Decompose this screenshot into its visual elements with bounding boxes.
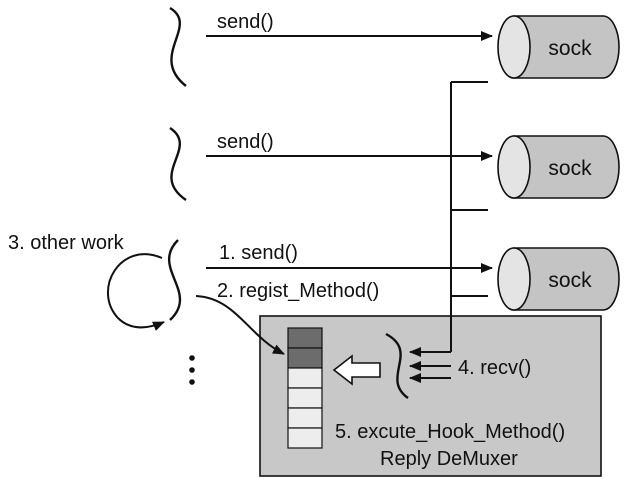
socket-1: sock (497, 15, 620, 79)
recv-label: 4. recv() (458, 357, 531, 379)
queue-slot-3 (287, 367, 323, 389)
send-label-3: 1. send() (219, 242, 298, 264)
more-threads-dot-1 (189, 355, 195, 361)
thread-squiggle-2 (169, 127, 187, 201)
thread-squiggle-3 (167, 239, 182, 321)
other-work-loop (107, 253, 165, 331)
hook-method-label: 5. excute_Hook_Method() (335, 421, 565, 443)
thread-squiggle-1 (169, 6, 187, 87)
more-threads-dot-2 (189, 367, 195, 373)
regist-method-label: 2. regist_Method() (217, 280, 379, 302)
queue-slot-4 (287, 387, 323, 409)
queue-slot-1 (287, 327, 323, 349)
sock-label-3: sock (548, 269, 592, 292)
demuxer-title: Reply DeMuxer (380, 448, 518, 470)
regist-method-arrow (195, 295, 285, 355)
queue-slot-5 (287, 407, 323, 429)
sock-label-1: sock (548, 37, 592, 60)
sock-label-2: sock (548, 157, 592, 180)
more-threads-dot-3 (189, 379, 195, 385)
queue-slot-2 (287, 347, 323, 369)
other-work-label: 3. other work (8, 232, 125, 254)
socket-3: sock (497, 247, 620, 311)
socket-2: sock (497, 135, 620, 199)
send-label-2: send() (217, 131, 274, 153)
demuxer-squiggle (385, 332, 409, 399)
queue-slot-6 (287, 427, 323, 449)
send-label-1: send() (217, 11, 274, 33)
hollow-left-arrow-icon (332, 354, 381, 386)
